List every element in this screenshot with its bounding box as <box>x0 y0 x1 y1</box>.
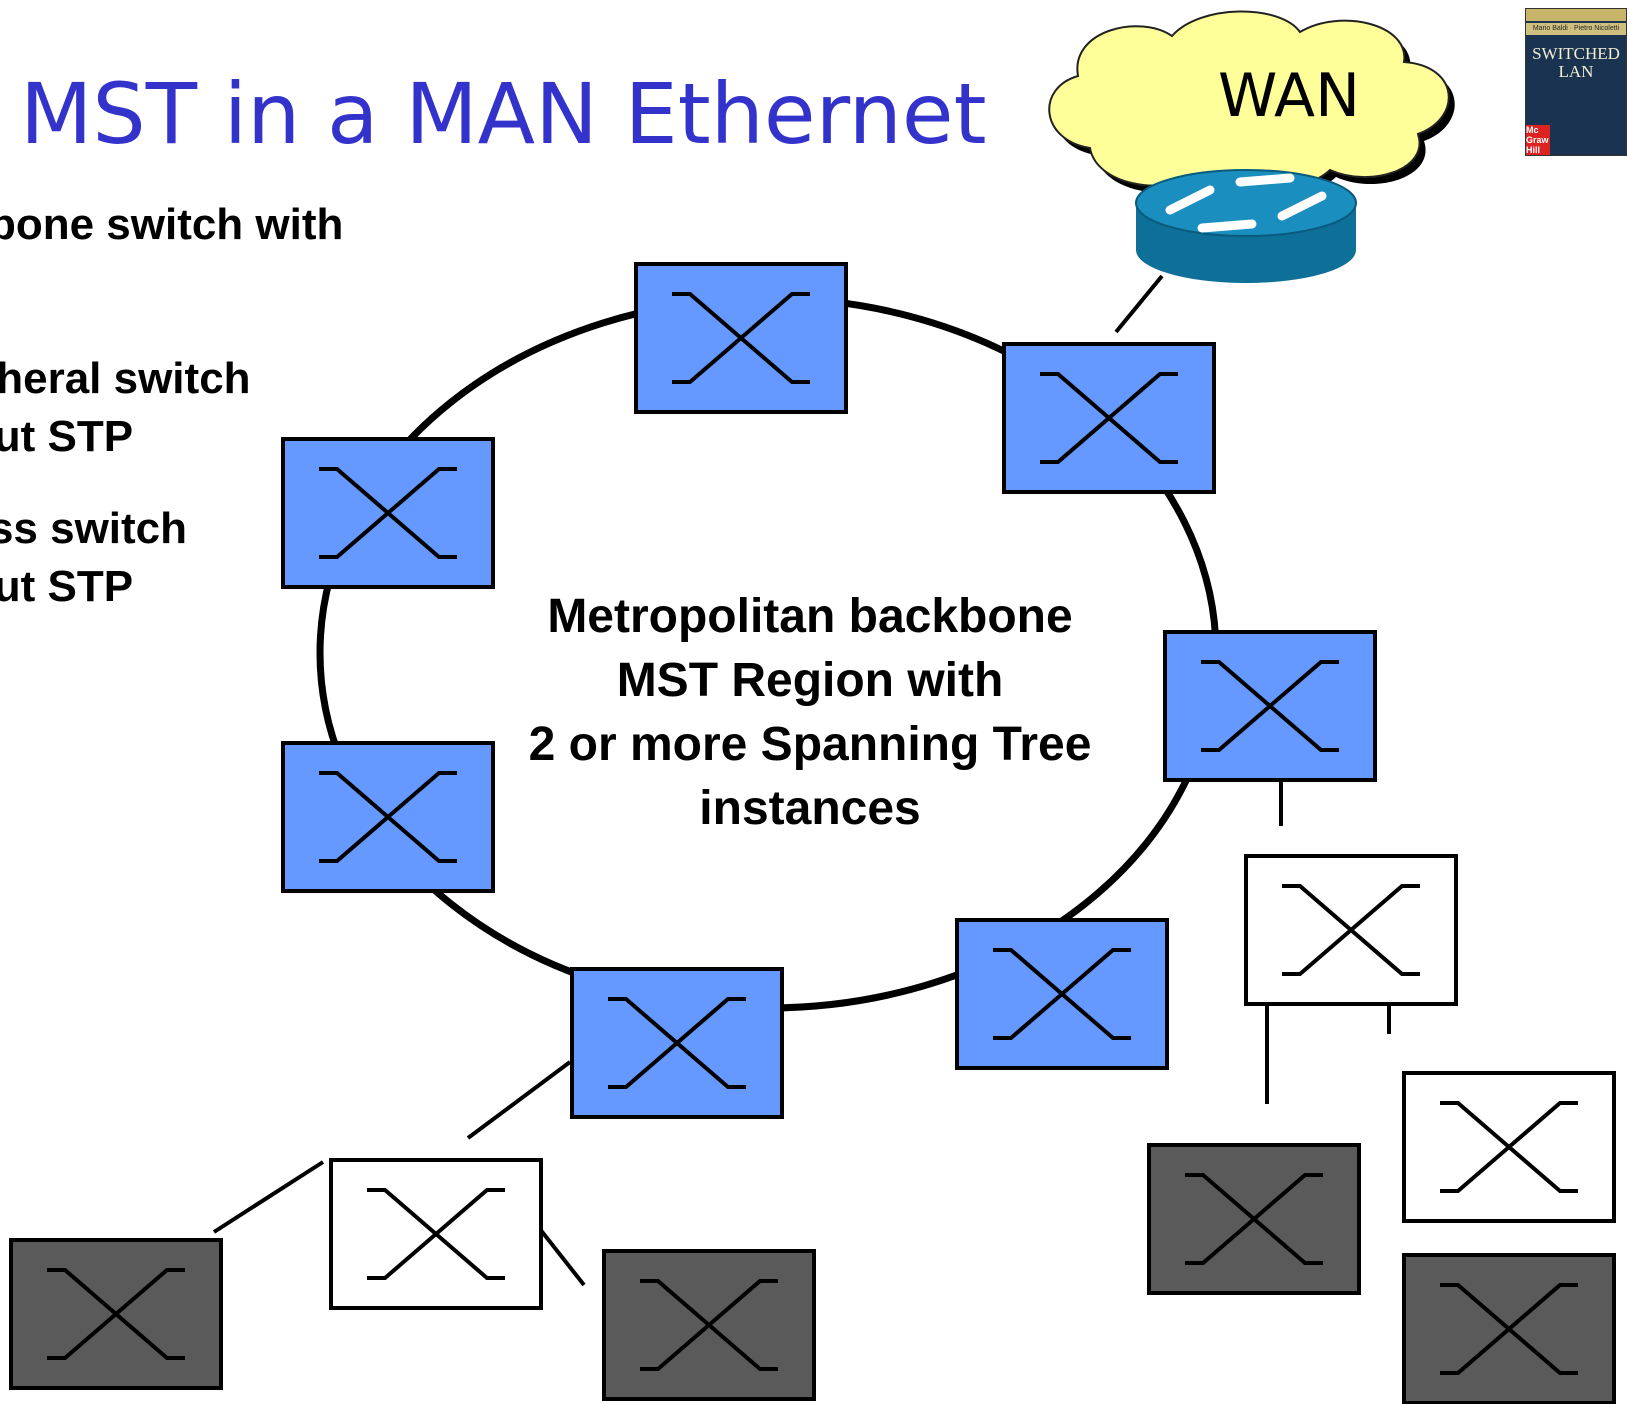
peripheral-switch <box>1244 854 1458 1006</box>
label-line: 2 or more Spanning Tree <box>528 718 1092 771</box>
link <box>466 1060 572 1140</box>
access-switch <box>1402 1253 1616 1404</box>
router-arrow <box>1165 185 1215 215</box>
peripheral-switch <box>329 1158 543 1310</box>
switch-x-icon <box>608 997 746 1089</box>
book-band <box>1526 9 1626 21</box>
access-switch <box>1147 1143 1361 1295</box>
switch-x-icon <box>367 1188 505 1280</box>
switch-box <box>9 1238 223 1390</box>
switch-x-icon <box>1282 884 1420 976</box>
switch-x-icon <box>1040 372 1178 464</box>
legend-line: ckbone switch with <box>0 200 344 249</box>
legend-peripheral-switch: ripheral switch hout STP <box>0 350 251 466</box>
legend-line: ripheral switch <box>0 354 251 403</box>
switch-x-icon <box>1440 1101 1578 1193</box>
switch-x-icon <box>319 467 457 559</box>
switch-x-icon <box>319 771 457 863</box>
wan-cloud <box>1048 10 1455 199</box>
router-link <box>1114 274 1164 334</box>
backbone-switch <box>281 437 495 589</box>
router-arrow <box>1235 173 1295 187</box>
switch-x-icon <box>47 1268 185 1360</box>
router-arrow <box>1277 191 1327 221</box>
backbone-switch <box>955 918 1169 1070</box>
label-line: MST Region with <box>616 654 1004 707</box>
legend-line: hout STP <box>0 562 134 611</box>
link <box>212 1160 325 1234</box>
backbone-switch <box>1002 342 1216 494</box>
switch-x-icon <box>640 1279 778 1371</box>
label-line: instances <box>699 782 921 835</box>
book-title-line: LAN <box>1558 62 1594 81</box>
legend-access-switch: cess switch hout STP <box>0 500 187 616</box>
book-cover-image: Mario Baldi · Pietro Nicoletti SWITCHED … <box>1525 8 1627 156</box>
book-authors: Mario Baldi · Pietro Nicoletti <box>1526 23 1626 35</box>
switch-x-icon <box>672 292 810 384</box>
backbone-switch <box>570 967 784 1119</box>
access-switch <box>602 1249 816 1401</box>
legend-line: hout STP <box>0 412 134 461</box>
backbone-switch <box>634 262 848 414</box>
label-line: Metropolitan backbone <box>547 590 1073 643</box>
router-arrow <box>1197 219 1257 233</box>
switch-x-icon <box>1440 1283 1578 1375</box>
backbone-switch <box>281 741 495 893</box>
switch-x-icon <box>1185 1173 1323 1265</box>
switch-box <box>1402 1071 1616 1223</box>
book-title-line: SWITCHED <box>1532 44 1620 63</box>
switch-x-icon <box>993 948 1131 1040</box>
backbone-switch <box>1163 630 1377 782</box>
publisher-logo: Mc Graw Hill <box>1526 125 1550 155</box>
access-switch <box>9 1238 223 1390</box>
router-top <box>1135 169 1357 237</box>
switches <box>9 262 1616 1404</box>
wan-label: WAN <box>1218 61 1360 131</box>
peripheral-switch <box>1402 1071 1616 1223</box>
switch-x-icon <box>1201 660 1339 752</box>
legend-line: cess switch <box>0 504 188 553</box>
router-icon <box>1135 169 1357 283</box>
book-title: SWITCHED LAN <box>1526 45 1626 81</box>
legend-backbone-switch: ckbone switch with P <box>0 196 343 312</box>
backbone-region-label: Metropolitan backbone MST Region with 2 … <box>480 585 1140 841</box>
slide-title: n MST in a MAN Ethernet <box>0 65 987 163</box>
